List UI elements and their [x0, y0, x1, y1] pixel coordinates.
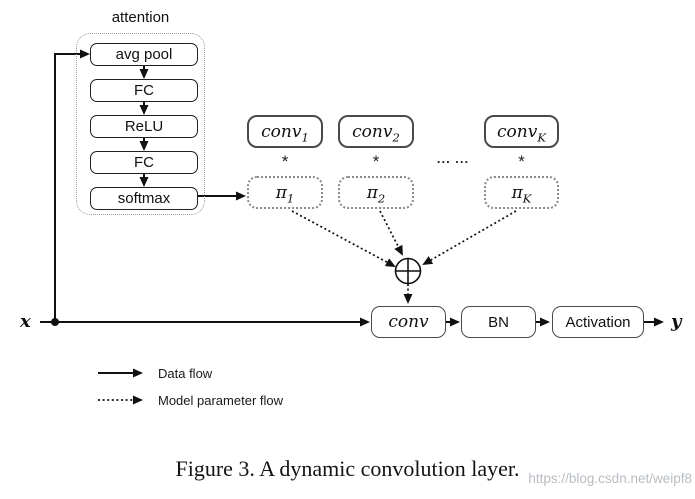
legend-param-flow-label: Model parameter flow	[158, 393, 283, 408]
piK-weight-box: πK	[484, 176, 559, 209]
attention-layer-softmax: softmax	[90, 187, 198, 210]
attention-label: attention	[111, 9, 170, 26]
pi1-to-sum-arrow	[291, 210, 396, 267]
attention-layer-fc1: FC	[90, 79, 198, 102]
pi2-label: π2	[366, 182, 386, 205]
attention-layer-fc2: FC	[90, 151, 198, 174]
conv2-label: conv2	[352, 121, 400, 144]
piK-label: πK	[511, 182, 532, 205]
conv-label: conv	[388, 312, 429, 332]
piK-to-sum-arrow	[422, 210, 517, 265]
sum-node-icon	[394, 257, 422, 285]
input-to-attention-line	[54, 49, 90, 322]
attention-container	[76, 33, 205, 215]
pi2-weight-box: π2	[338, 176, 414, 209]
data-flow-lines	[40, 49, 664, 378]
pi1-label: π1	[275, 182, 295, 205]
figure-caption: Figure 3. A dynamic convolution layer.	[175, 456, 520, 481]
convK-kernel-box: convK	[484, 115, 559, 148]
parameter-flow-lines	[98, 210, 517, 405]
legend-data-flow-label: Data flow	[158, 366, 213, 381]
pi2-to-sum-arrow	[379, 210, 403, 256]
multiply-op-1: *	[281, 152, 289, 171]
multiply-op-2: *	[372, 152, 380, 171]
output-y-label: y	[671, 311, 682, 332]
branches-ellipsis: ... ...	[436, 151, 470, 166]
input-x-label: x	[20, 311, 31, 332]
watermark: https://blog.csdn.net/weipf8	[528, 471, 692, 486]
attention-layer-relu: ReLU	[90, 115, 198, 138]
conv1-label: conv1	[261, 121, 309, 144]
pi1-weight-box: π1	[247, 176, 323, 209]
bn-box: BN	[461, 306, 536, 338]
conv1-kernel-box: conv1	[247, 115, 323, 148]
multiply-op-K: *	[518, 152, 525, 171]
convK-label: convK	[497, 121, 546, 144]
junction-dot	[51, 318, 59, 326]
activation-box: Activation	[552, 306, 644, 338]
attention-layer-avg-pool: avg pool	[90, 43, 198, 66]
conv-box: conv	[371, 306, 446, 338]
conv2-kernel-box: conv2	[338, 115, 414, 148]
